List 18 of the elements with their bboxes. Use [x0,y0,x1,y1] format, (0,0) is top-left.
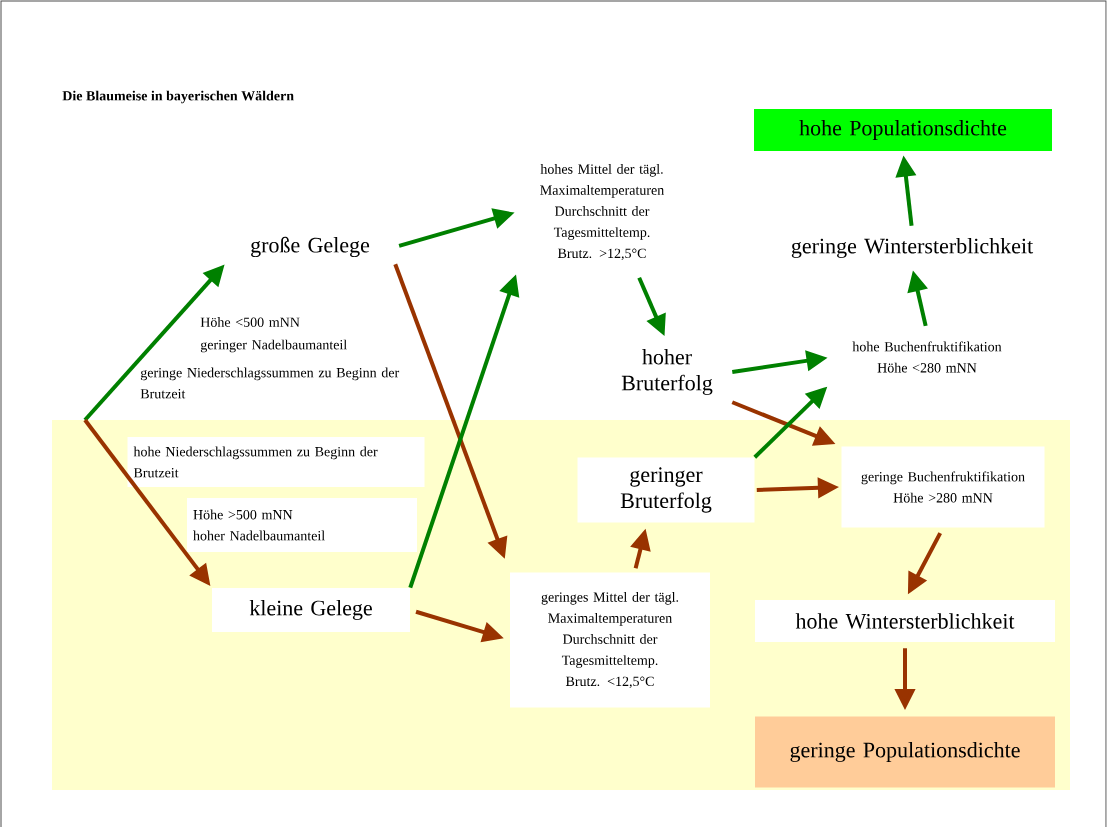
condition-label: hohes Mittel der tägl. Maximaltemperaturen Durchschnitt der Tagesmitteltemp. Brutz. >12,5°C [540,163,664,261]
state-label: hoher Bruterfolg [621,349,713,395]
state-box: kleine Gelege [212,588,410,632]
condition-box: geringe Buchenfruktifikation Höhe >280 mNN [841,446,1045,528]
state-box: hohe Wintersterblichkeit [755,600,1055,642]
state-label: geringe Wintersterblichkeit [791,238,1034,258]
condition-label: hohe Buchenfruktifikation Höhe <280 mNN [852,341,1002,373]
condition-box: Höhe >500 mNN hoher Nadelbaumanteil [187,498,417,552]
state-label: große Gelege [251,236,370,258]
condition-box: hohe Niederschlagssummen zu Beginn der Brutzeit [127,437,425,487]
condition-label: geringer Nadelbaumanteil [200,339,347,353]
state-box: geringer Bruterfolg [577,457,755,523]
condition-box: geringes Mittel der tägl. Maximaltemperaturen Durchschnitt der Tagesmitteltemp. Brutz. <12,5°C [510,572,710,708]
title: Die Blaumeise in bayerischen Wäldern [62,90,294,104]
result-box: hohe Populationsdichte [754,109,1052,151]
condition-label: geringe Niederschlagssummen zu Beginn der Brutzeit [140,367,400,399]
result-box: geringe Populationsdichte [755,716,1055,788]
condition-label: Höhe <500 mNN [200,317,300,327]
